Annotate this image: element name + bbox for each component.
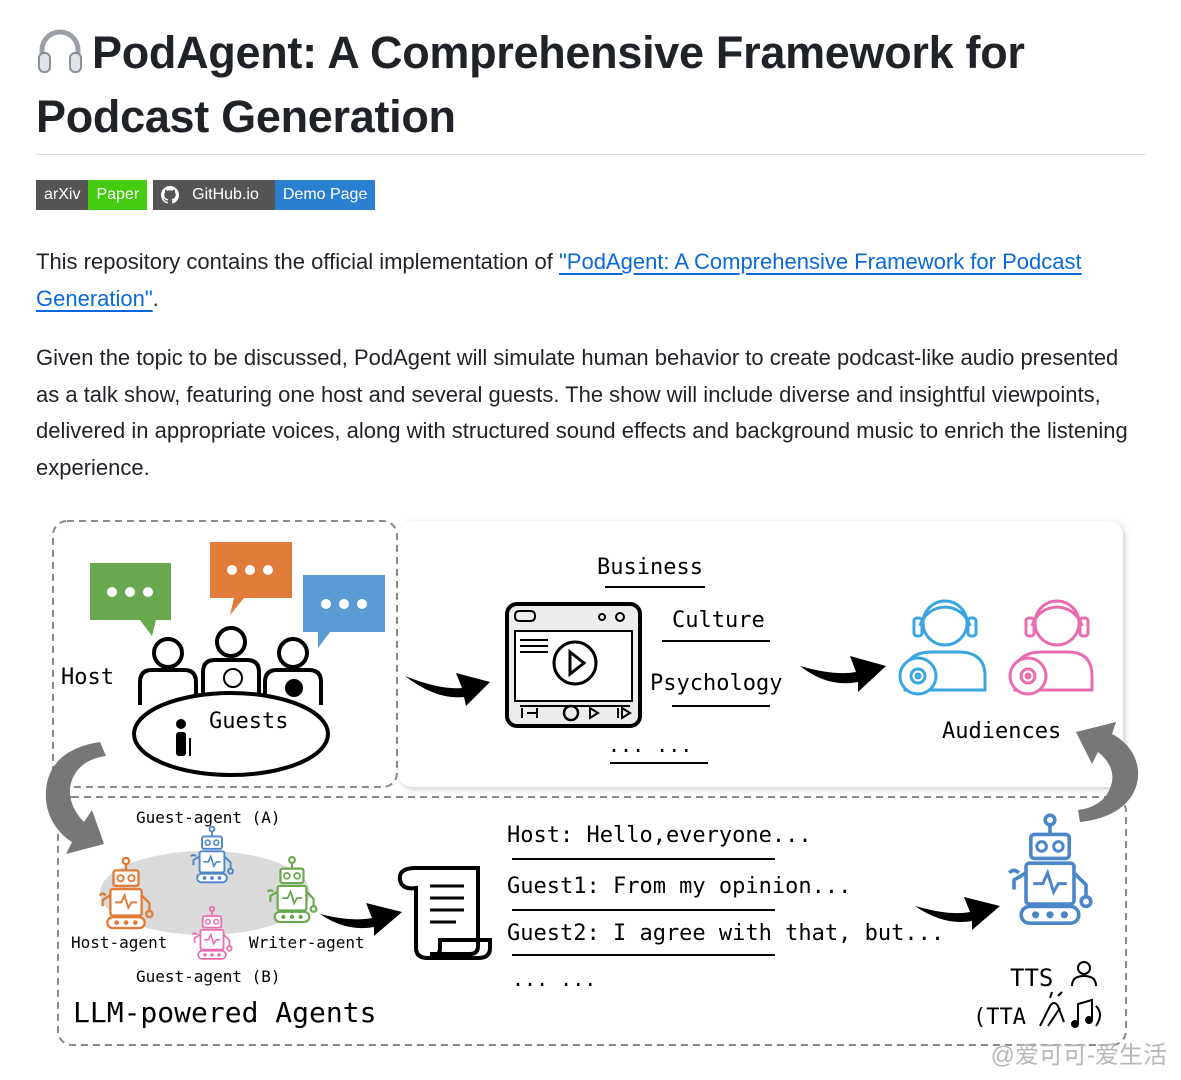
host-agent-label: Host-agent bbox=[71, 933, 167, 952]
brain-icon bbox=[285, 679, 303, 697]
badge-row: arXiv Paper GitHub.io Demo Page bbox=[36, 180, 376, 210]
host-speech-bubble-icon bbox=[90, 563, 171, 636]
intro-prefix: This repository contains the official im… bbox=[36, 249, 559, 274]
topic-label: Psychology bbox=[650, 671, 782, 696]
speaker-person-icon bbox=[1071, 961, 1097, 987]
arrow-to-tts-icon bbox=[915, 897, 1000, 930]
guest-agent-a-label: Guest-agent (A) bbox=[136, 808, 281, 827]
topic-label: Business bbox=[597, 555, 703, 580]
arrow-to-audience-icon bbox=[800, 656, 886, 692]
curved-arrow-down-icon bbox=[45, 742, 106, 854]
badge-label-wrap: GitHub.io bbox=[153, 180, 275, 210]
page-title-text: PodAgent: A Comprehensive Framework for … bbox=[36, 27, 1025, 142]
microphone-icon bbox=[176, 719, 191, 756]
script-line: Host: Hello,everyone... bbox=[507, 823, 812, 848]
topic-label: ... ... bbox=[608, 733, 692, 757]
script-scroll-icon bbox=[397, 866, 492, 961]
guest-agent-b-label: Guest-agent (B) bbox=[136, 967, 281, 986]
paper-link[interactable]: "PodAgent: A Comprehensive Framework for… bbox=[36, 249, 1082, 311]
script-line: ... ... bbox=[512, 967, 596, 991]
script-line: Guest1: From my opinion... bbox=[507, 874, 851, 899]
curved-arrow-up-icon bbox=[1076, 722, 1139, 822]
media-player-icon bbox=[505, 602, 642, 728]
demo-page-badge[interactable]: GitHub.io Demo Page bbox=[153, 180, 376, 210]
audience-listener-icon bbox=[898, 599, 987, 696]
agent-panel-box bbox=[57, 796, 1127, 1046]
guest-speech-bubble-icon bbox=[303, 575, 385, 648]
badge-value: Demo Page bbox=[274, 180, 376, 210]
badge-label: GitHub.io bbox=[192, 186, 259, 203]
audience-listener-icon bbox=[1008, 599, 1094, 696]
intro-paragraph: This repository contains the official im… bbox=[36, 244, 1146, 317]
intro-suffix: . bbox=[152, 285, 159, 311]
github-icon bbox=[161, 186, 180, 204]
guest-speech-bubble-icon bbox=[210, 542, 292, 615]
description-paragraph: Given the topic to be discussed, PodAgen… bbox=[36, 345, 1128, 480]
brain-icon bbox=[223, 668, 243, 688]
badge-label: arXiv bbox=[36, 180, 89, 210]
audiences-label: Audiences bbox=[942, 719, 1061, 744]
music-note-icon bbox=[1071, 998, 1101, 1028]
writer-agent-label: Writer-agent bbox=[249, 933, 365, 952]
agents-title: LLM-powered Agents bbox=[73, 996, 376, 1029]
topic-label: Culture bbox=[672, 608, 765, 633]
pipeline-figure: Host Guests Business Culture Psychology … bbox=[45, 520, 1139, 1046]
arrow-to-script-icon bbox=[320, 903, 402, 936]
tts-label: TTS bbox=[1010, 964, 1053, 992]
badge-value: Paper bbox=[88, 180, 148, 210]
tta-label: (TTA bbox=[973, 1005, 1026, 1030]
title-divider bbox=[36, 154, 1146, 155]
guests-label: Guests bbox=[209, 709, 288, 734]
page-title: PodAgent: A Comprehensive Framework for … bbox=[36, 24, 1146, 146]
arxiv-paper-badge[interactable]: arXiv Paper bbox=[36, 180, 148, 210]
headphones-icon bbox=[36, 28, 84, 88]
host-label: Host bbox=[61, 665, 114, 690]
watermark-text: @爱可可-爱生活 bbox=[990, 1042, 1167, 1069]
script-line: Guest2: I agree with that, but... bbox=[507, 921, 944, 946]
arrow-to-player-icon bbox=[405, 673, 490, 706]
clapping-hands-icon bbox=[1039, 991, 1065, 1027]
